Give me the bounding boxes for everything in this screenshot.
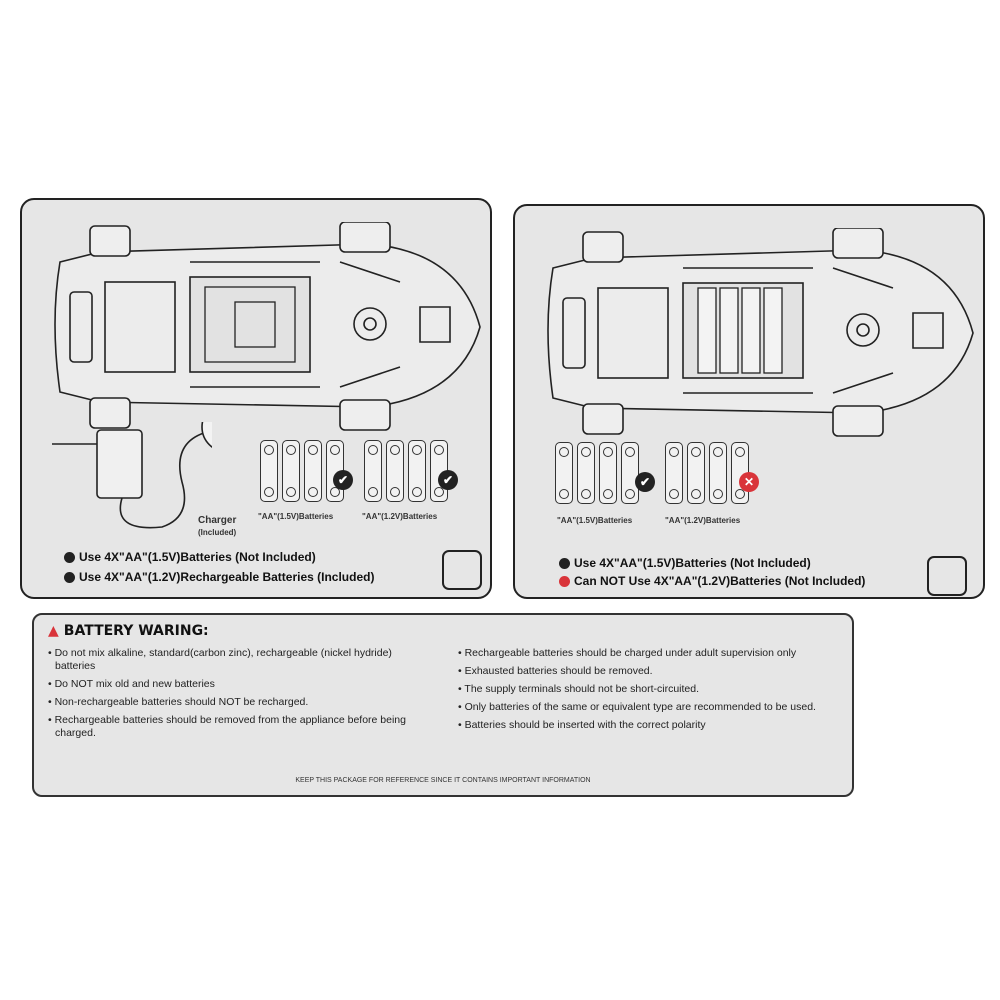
note-text: Use 4X"AA"(1.2V)Rechargeable Batteries (… xyxy=(79,570,375,584)
battery-warning-box: ▲BATTERY WARING: Do not mix alkaline, st… xyxy=(32,613,854,797)
note-text: Use 4X"AA"(1.5V)Batteries (Not Included) xyxy=(574,556,811,570)
car-underside-diagram xyxy=(547,228,974,437)
warning-item: Non-rechargeable batteries should NOT be… xyxy=(48,696,428,709)
warning-title-text: BATTERY WARING: xyxy=(63,623,209,639)
note-2: Use 4X"AA"(1.2V)Rechargeable Batteries (… xyxy=(64,570,374,584)
car-underside-diagram xyxy=(54,222,481,431)
warning-item: Only batteries of the same or equivalent… xyxy=(458,701,838,714)
battery-group-1 xyxy=(260,440,344,502)
check-icon: ✔ xyxy=(635,472,655,492)
warning-item: Do NOT mix old and new batteries xyxy=(48,678,428,691)
charger-label: Charger xyxy=(198,515,237,526)
check-dot-icon xyxy=(559,557,570,569)
charger-icon xyxy=(52,422,212,529)
battery-group-1-label: "AA"(1.5V)Batteries xyxy=(258,512,334,521)
note-text: Use 4X"AA"(1.5V)Batteries (Not Included) xyxy=(79,550,316,564)
note-1: Use 4X"AA"(1.5V)Batteries (Not Included) xyxy=(64,550,316,564)
warning-item: Rechargeable batteries should be removed… xyxy=(48,714,428,740)
battery-group-1 xyxy=(555,442,639,504)
checkbox[interactable] xyxy=(442,550,482,590)
checkbox[interactable] xyxy=(927,556,967,596)
warning-list-right: Rechargeable batteries should be charged… xyxy=(458,647,838,737)
warning-item: Rechargeable batteries should be charged… xyxy=(458,647,838,660)
cross-dot-icon xyxy=(559,575,570,587)
check-dot-icon xyxy=(64,571,75,583)
warning-title: ▲BATTERY WARING: xyxy=(48,623,209,639)
warning-list-left: Do not mix alkaline, standard(carbon zin… xyxy=(48,647,428,745)
battery-group-2 xyxy=(364,440,448,502)
battery-group-1-label: "AA"(1.5V)Batteries xyxy=(557,516,633,525)
warning-triangle-icon: ▲ xyxy=(48,623,59,639)
note-2: Can NOT Use 4X"AA"(1.2V)Batteries (Not I… xyxy=(559,574,865,588)
note-1: Use 4X"AA"(1.5V)Batteries (Not Included) xyxy=(559,556,811,570)
cross-icon: ✕ xyxy=(739,472,759,492)
battery-group-2 xyxy=(665,442,749,504)
rechargeable-panel: Charger (Included) ✔ "AA"(1.5V)Batteries… xyxy=(20,198,492,599)
warning-item: Exhausted batteries should be removed. xyxy=(458,665,838,678)
battery-group-2-label: "AA"(1.2V)Batteries xyxy=(665,516,741,525)
warning-item: The supply terminals should not be short… xyxy=(458,683,838,696)
warning-footer: KEEP THIS PACKAGE FOR REFERENCE SINCE IT… xyxy=(295,777,591,784)
battery-group-2-label: "AA"(1.2V)Batteries xyxy=(362,512,438,521)
non-rechargeable-panel: ✔ "AA"(1.5V)Batteries ✕ "AA"(1.2V)Batter… xyxy=(513,204,985,599)
check-icon: ✔ xyxy=(333,470,353,490)
check-icon: ✔ xyxy=(438,470,458,490)
warning-item: Batteries should be inserted with the co… xyxy=(458,719,838,732)
note-text: Can NOT Use 4X"AA"(1.2V)Batteries (Not I… xyxy=(574,574,866,588)
charger-sub-label: (Included) xyxy=(198,528,237,537)
check-dot-icon xyxy=(64,551,75,563)
warning-item: Do not mix alkaline, standard(carbon zin… xyxy=(48,647,428,673)
